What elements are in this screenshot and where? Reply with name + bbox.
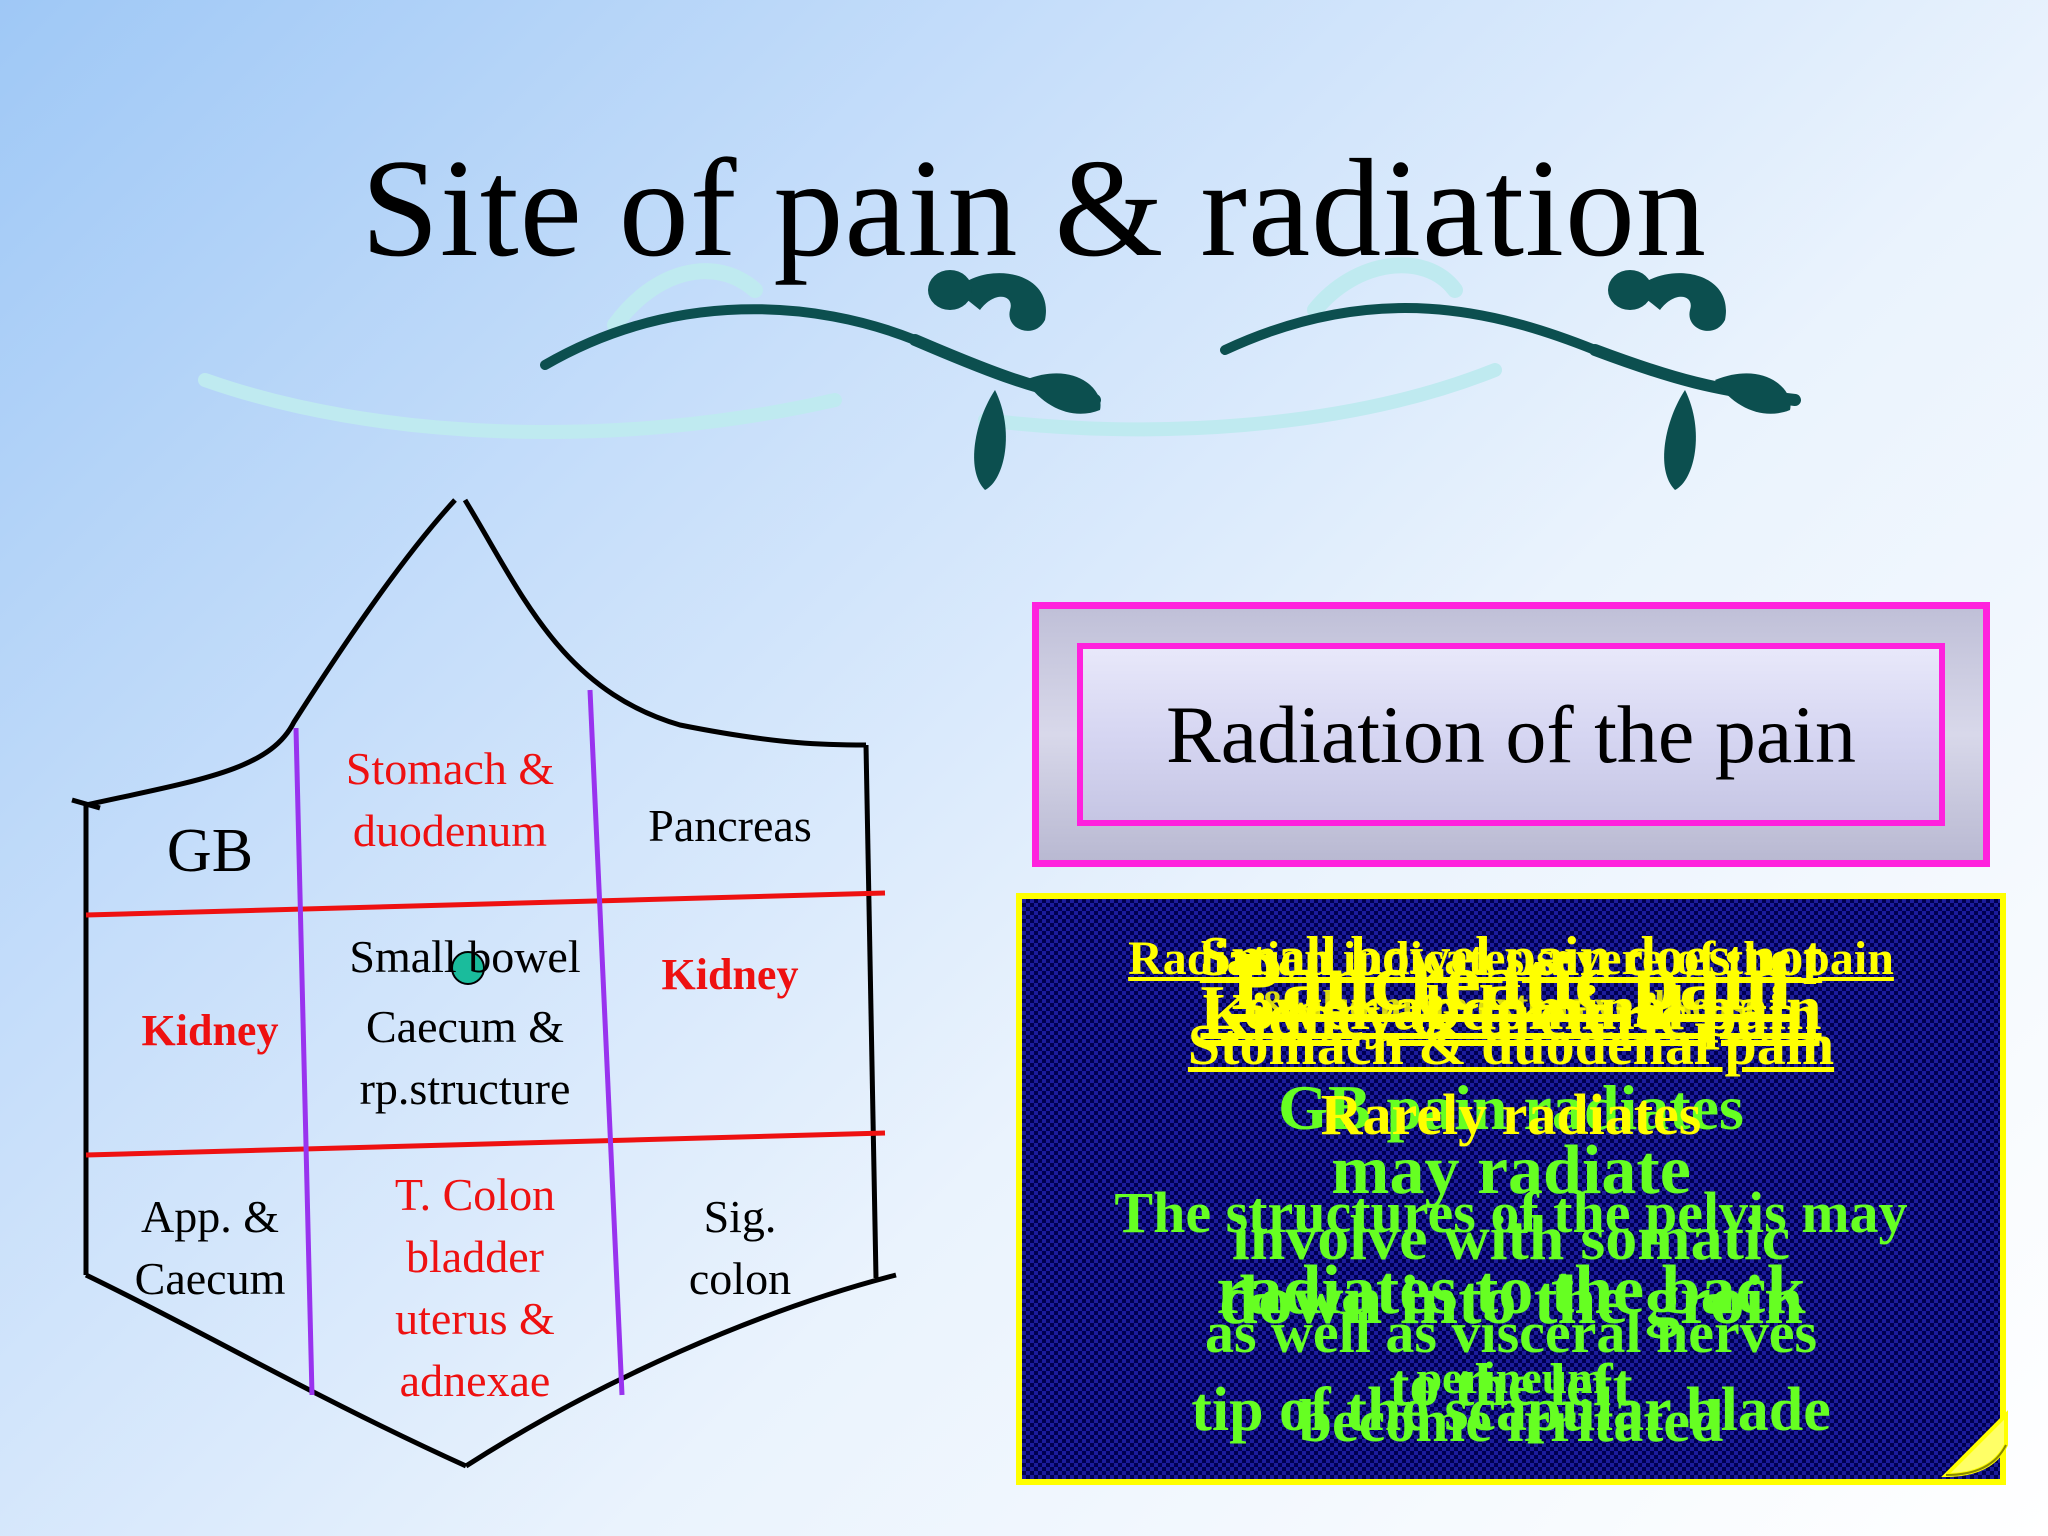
region-gb: GB xyxy=(166,817,254,885)
region-sig-colon: Sig. colon xyxy=(688,1191,792,1304)
region-stomach-duodenum: Stomach & duodenum xyxy=(345,743,555,856)
slide-title: Site of pain & radiation xyxy=(361,131,1707,286)
vine-ornament-icon xyxy=(198,257,1801,490)
radiation-notes-box: Radiation indicates severe of the pain &… xyxy=(1016,893,2006,1485)
note-line: The structures of the pelvis may xyxy=(1114,1180,1908,1245)
region-kidney-right: Kidney xyxy=(661,950,799,999)
note-line: Lower abdominal pain xyxy=(1200,972,1822,1043)
note-line: Radiation indicates severe of the pain xyxy=(1128,932,1894,985)
note-line: involve with somatic xyxy=(1231,1202,1791,1273)
note-line: tip of the scapular blade xyxy=(1191,1376,1831,1444)
region-tcolon-bladder: T. Colon bladder uterus & adnexae xyxy=(394,1169,556,1406)
region-caecum-rp: Caecum & rp.structure xyxy=(359,1001,571,1114)
region-small-bowel: Small bowel xyxy=(349,931,581,982)
note-line: as well as visceral nerves xyxy=(1204,1300,1818,1365)
abdomen-right-edge xyxy=(863,744,879,1279)
note-line: down into the groin xyxy=(1218,1262,1804,1339)
radiation-title-inner: Radiation of the pain xyxy=(1077,643,1945,826)
note-line: Kidney & ureteric pain xyxy=(1202,982,1820,1050)
note-line: GB pain radiates xyxy=(1278,1072,1744,1143)
note-line: Stomach & duodenal pain xyxy=(1187,1012,1835,1077)
note-line: to the left xyxy=(1389,1352,1633,1418)
radiation-title-box: Radiation of the pain xyxy=(1032,602,1990,867)
page-curl-icon xyxy=(1941,1410,2008,1478)
region-kidney-left: Kidney xyxy=(141,1006,279,1055)
region-app-caecum: App. & Caecum xyxy=(134,1191,286,1304)
note-line: may radiate xyxy=(1331,1132,1691,1209)
note-line: Small bowel pain does not xyxy=(1199,926,1823,988)
abdomen-left-notch xyxy=(71,797,101,811)
note-line: Pancreatic pain xyxy=(1230,935,1792,1028)
note-line: perineum xyxy=(1416,1352,1606,1403)
note-line: Rarely radiates xyxy=(1320,1082,1702,1147)
note-line: radiates to the back xyxy=(1216,1252,1806,1329)
upper-horizontal-line xyxy=(85,890,886,918)
lower-horizontal-line xyxy=(85,1130,886,1158)
region-pancreas: Pancreas xyxy=(648,800,812,851)
note-line: & also more extensive disease xyxy=(1259,982,1763,1027)
note-line: become irritated xyxy=(1298,1388,1724,1454)
radiation-title-text: Radiation of the pain xyxy=(1166,688,1856,780)
abdomen-outline-right xyxy=(462,498,867,748)
